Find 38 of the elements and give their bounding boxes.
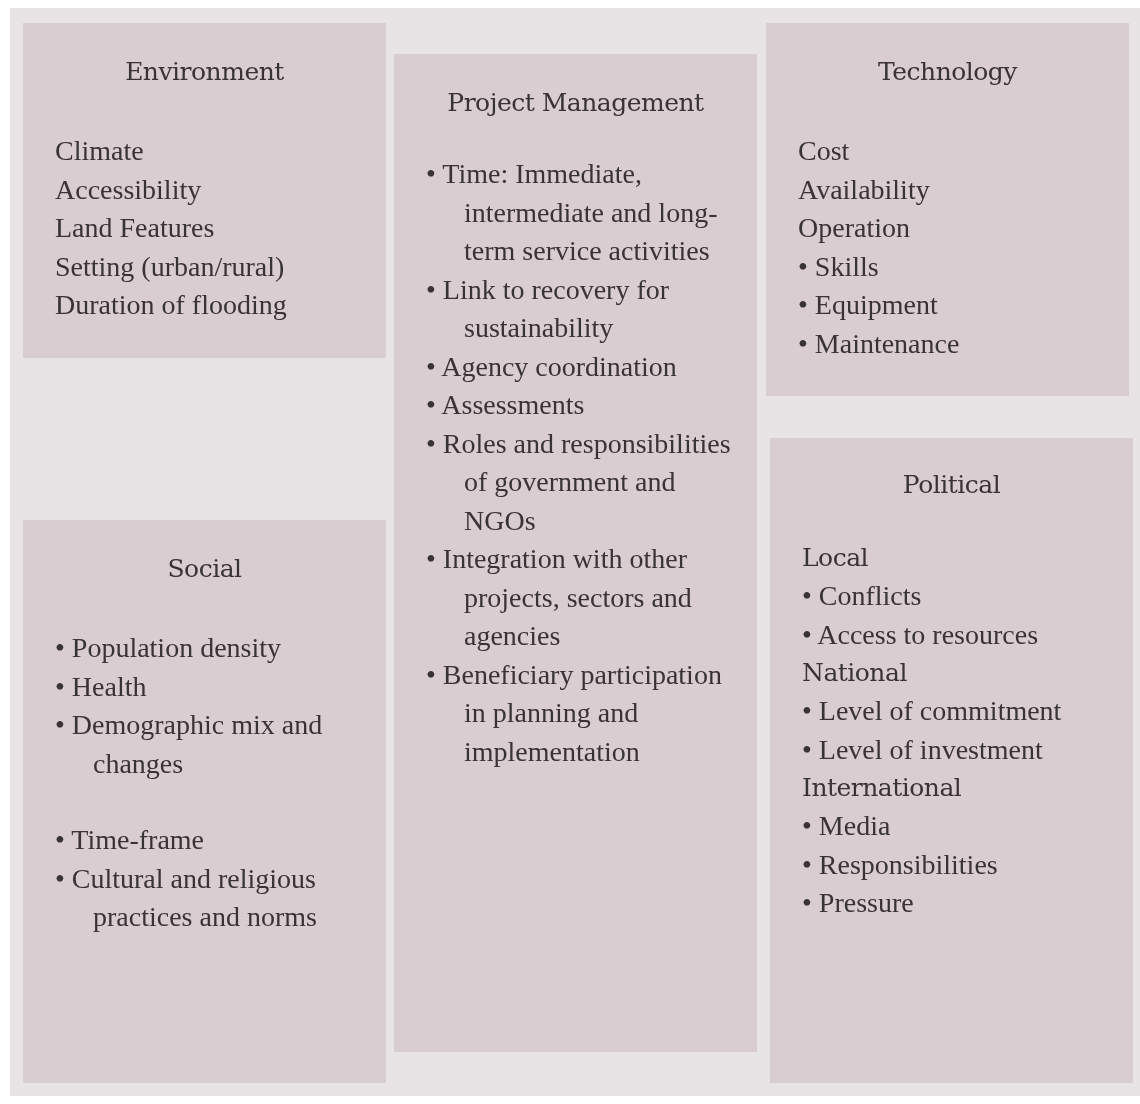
list-item: • Roles and responsibilities of government and NGOs: [426, 426, 732, 538]
list-item: • Responsibilities: [802, 847, 999, 882]
list-item: Accessibility: [55, 172, 203, 207]
list-item: • Maintenance: [798, 326, 961, 361]
list-item: • Level of investment: [802, 732, 1044, 767]
list-item: Availability: [798, 172, 931, 207]
list-item: Duration of flooding: [55, 288, 288, 322]
subheading: National: [802, 657, 908, 689]
list-item: • Skills: [798, 249, 880, 284]
list-item: • Conflicts: [802, 579, 923, 613]
list-item: Setting (urban/rural): [55, 249, 286, 284]
subheading: Local: [802, 542, 870, 574]
panel-heading: Environment: [124, 57, 285, 86]
list-item: • Level of commitment: [802, 694, 1063, 728]
list-item: • Agency coordination: [426, 349, 678, 384]
panel-heading: Social: [166, 554, 243, 583]
list-item: Cost: [798, 134, 851, 168]
list-item: • Beneficiary participation in planning and implementation: [426, 657, 723, 769]
list-item: • Demographic mix and changes: [55, 708, 324, 781]
list-item: • Pressure: [802, 886, 915, 920]
panel-heading: Technology: [877, 57, 1019, 86]
list-item: • Cultural and religious practices and norms: [55, 861, 318, 934]
subheading: International: [802, 772, 963, 804]
list-item: • Access to resources: [802, 617, 1040, 652]
list-item: • Time: Immediate, intermediate and long-term service activities: [426, 157, 719, 268]
panel-heading: Political: [901, 470, 1002, 499]
list-item: • Health: [55, 669, 148, 704]
list-item: • Link to recovery for sustainability: [426, 272, 671, 345]
list-item: Operation: [798, 211, 911, 245]
list-item: • Media: [802, 809, 892, 843]
list-item: • Integration with other projects, sectors and agencies: [426, 542, 693, 653]
list-item: • Equipment: [798, 288, 939, 322]
list-item: Climate: [55, 134, 145, 168]
list-item: • Time-frame: [55, 823, 205, 857]
list-item: • Population density: [55, 631, 283, 665]
list-item: Land Features: [55, 211, 216, 245]
list-item: • Assessments: [426, 388, 586, 422]
panel-heading: Project Management: [446, 88, 705, 117]
